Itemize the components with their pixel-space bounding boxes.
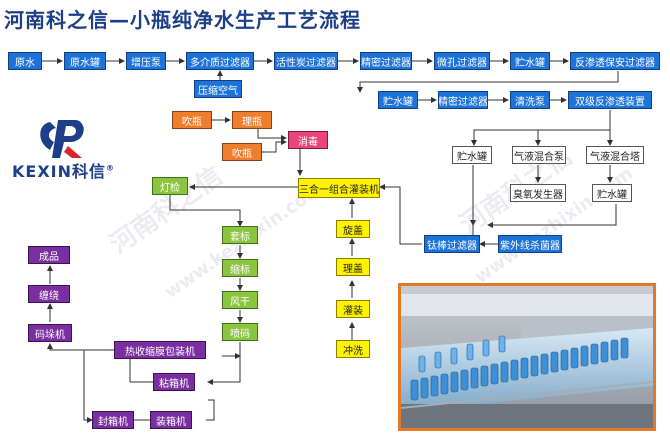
node-shrink-label: 缩标 [222,259,258,277]
node-wrapping: 缠绕 [28,285,70,303]
node-palletizer: 码垛机 [28,324,72,342]
node-uv-sterilizer: 紫外线杀菌器 [498,235,562,253]
node-booster-pump: 增压泵 [126,52,166,70]
node-ozone-generator: 臭氧发生器 [510,184,566,202]
page-title: 河南科之信—小瓶纯净水生产工艺流程 [4,8,361,32]
node-precision-filter-2: 精密过滤器 [438,91,488,109]
node-raw-water-tank: 原水罐 [64,52,106,70]
node-storage-tank-3: 贮水罐 [452,146,492,164]
node-gas-liquid-tower: 气液混合塔 [586,146,644,164]
node-compressed-air: 压缩空气 [194,80,242,98]
node-screw-cap: 旋盖 [336,220,370,238]
node-shrink-wrapper: 热收缩膜包装机 [114,341,206,359]
node-precision-filter-1: 精密过滤器 [360,52,412,70]
node-cleaning-pump: 清洗泵 [510,91,550,109]
node-storage-tank-4: 贮水罐 [592,184,632,202]
logo-text: KEXIN科信® [12,158,115,182]
logo-brand: KEXIN科信 [12,162,107,181]
node-multimedia-filter: 多介质过滤器 [186,52,254,70]
node-inkjet-code: 喷码 [222,323,258,341]
node-raw-water: 原水 [8,52,42,70]
node-blow-bottle-1: 吹瓶 [172,111,212,129]
bottle-line-illustration [401,286,653,428]
node-blow-bottle-2: 吹瓶 [222,143,262,161]
node-titanium-filter: 钛棒过滤器 [424,235,480,253]
node-storage-tank-1: 贮水罐 [510,52,550,70]
node-double-ro: 双级反渗透装置 [568,91,652,109]
node-carton-sealer: 封箱机 [92,411,134,429]
node-case-packer: 装箱机 [150,411,192,429]
node-microporous-filter: 微孔过滤器 [434,52,490,70]
node-storage-tank-2: 贮水罐 [378,91,418,109]
logo-registered: ® [106,163,116,173]
node-arrange-bottle: 理瓶 [232,111,272,129]
kexin-logo [40,120,84,158]
node-finished-product: 成品 [28,246,70,264]
node-filling-machine: 三合一组合灌装机 [298,178,380,198]
node-gas-liquid-pump: 气液混合泵 [512,146,566,164]
node-sleeve-label: 套标 [222,226,258,244]
node-rinse: 冲洗 [336,340,370,358]
node-carton-gluer: 粘箱机 [153,373,195,391]
node-disinfect: 消毒 [288,131,328,149]
node-ro-security-filter: 反渗透保安过滤器 [570,52,660,70]
node-air-dry: 风干 [222,291,258,309]
node-arrange-cap: 理盖 [336,258,370,276]
node-filling: 灌装 [336,300,370,318]
node-lamp-check: 灯检 [152,177,188,195]
production-line-photo [398,283,656,431]
node-carbon-filter: 活性炭过滤器 [274,52,338,70]
